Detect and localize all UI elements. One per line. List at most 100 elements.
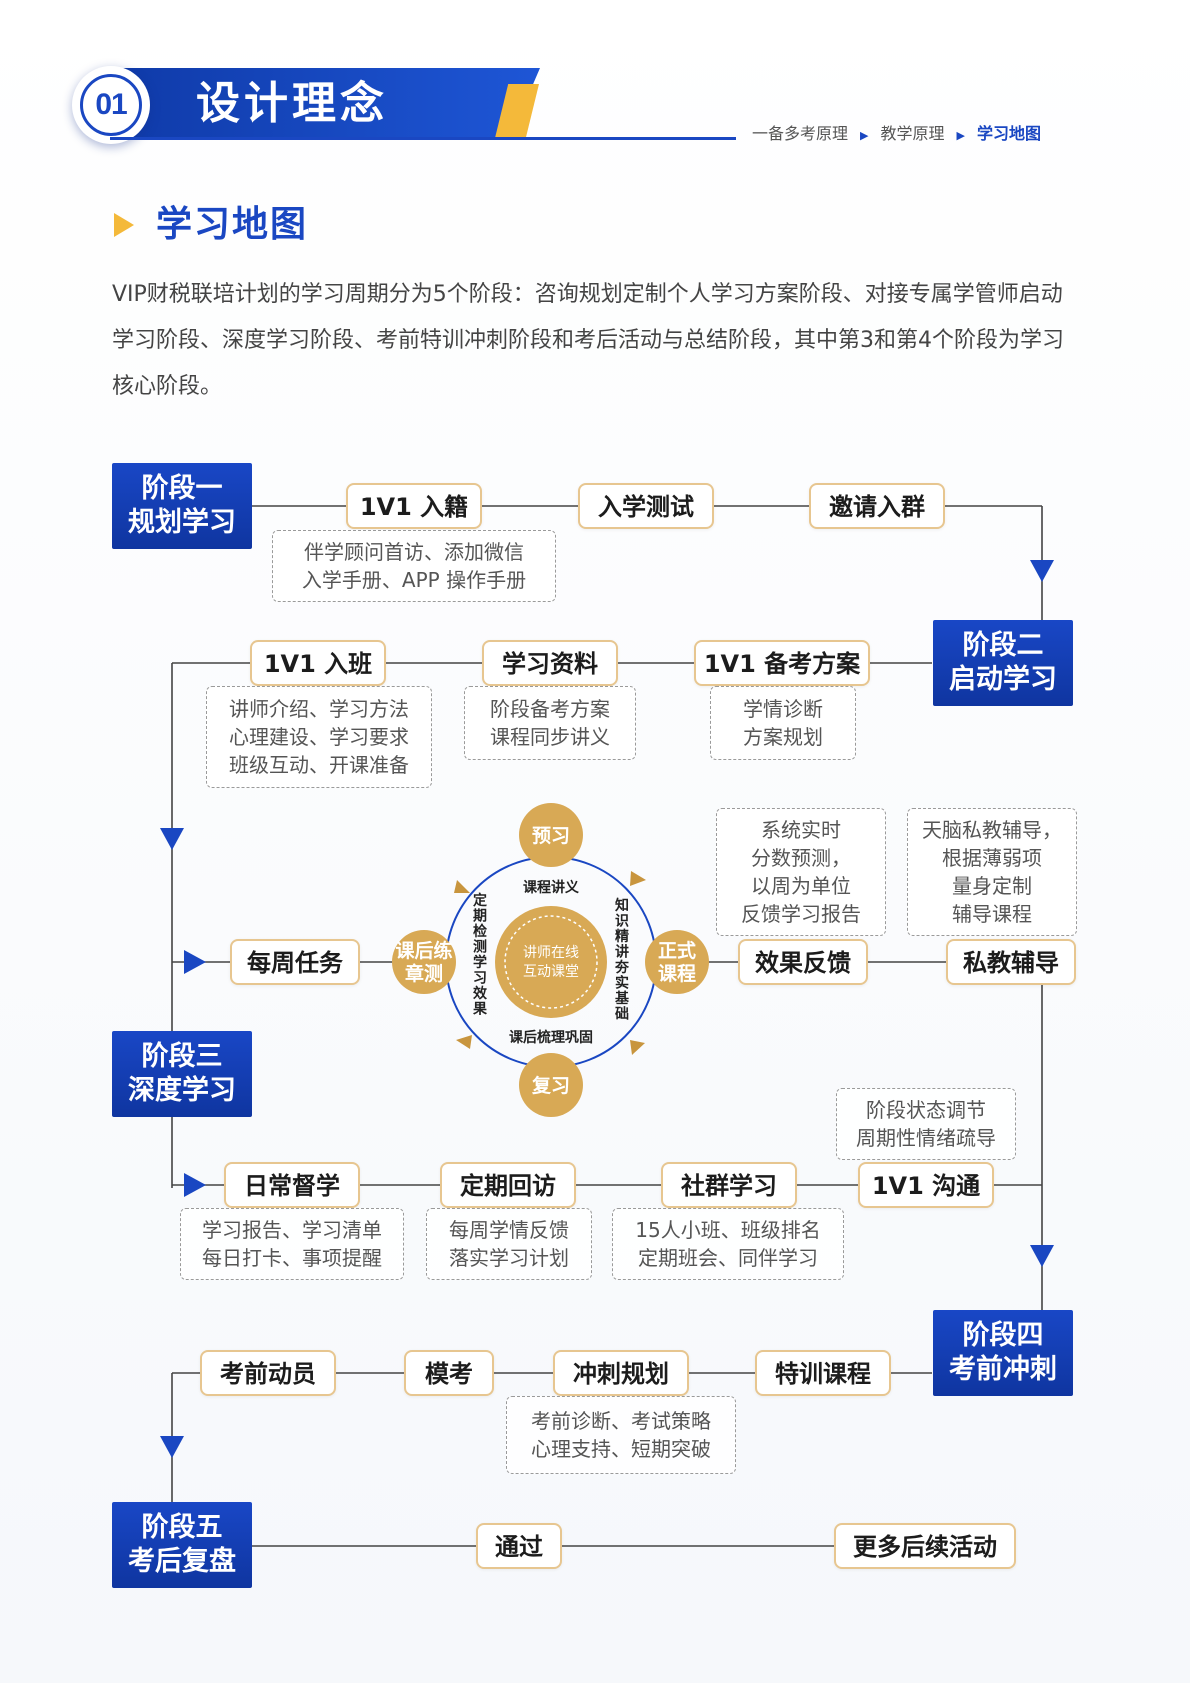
- stage-5[interactable]: 阶段五 考后复盘: [112, 1502, 252, 1588]
- note-private-tutoring: 天脑私教辅导， 根据薄弱项 量身定制 辅导课程: [907, 808, 1077, 936]
- breadcrumb-item[interactable]: 一备多考原理: [752, 124, 849, 143]
- intro-paragraph: VIP财税联培计划的学习周期分为5个阶段：咨询规划定制个人学习方案阶段、对接专属…: [112, 282, 1064, 399]
- note-line: 以周为单位: [751, 874, 851, 898]
- triangle-bullet-icon: [114, 213, 134, 237]
- note-line: 心理支持、短期突破: [531, 1437, 711, 1461]
- arrow-right-icon: [184, 1173, 206, 1197]
- node-mock-exam[interactable]: 模考: [404, 1350, 494, 1396]
- note-line: 反馈学习报告: [741, 902, 861, 926]
- note-study-materials: 阶段备考方案 课程同步讲义: [464, 686, 636, 760]
- stage-5-label: 阶段五: [141, 1512, 223, 1543]
- stage-3[interactable]: 阶段三 深度学习: [112, 1031, 252, 1117]
- arrow-down-icon: [160, 1436, 184, 1458]
- node-pass[interactable]: 通过: [476, 1523, 562, 1569]
- breadcrumb-item-current[interactable]: 学习地图: [976, 124, 1041, 143]
- node-join-class[interactable]: 1V1 入班: [250, 640, 386, 686]
- note-line: 落实学习计划: [449, 1246, 569, 1270]
- cycle-label-left-2: 章测: [405, 962, 443, 985]
- note-enroll: 伴学顾问首访、添加微信 入学手册、APP 操作手册: [272, 530, 556, 602]
- note-line: 课程同步讲义: [490, 725, 610, 749]
- cycle-arc-left: 定期检测学习效果: [472, 892, 488, 1018]
- note-line: 心理建设、学习要求: [229, 725, 409, 749]
- note-line: 考前诊断、考试策略: [531, 1409, 711, 1433]
- cycle-node-bottom: [519, 1053, 583, 1117]
- note-feedback: 系统实时 分数预测， 以周为单位 反馈学习报告: [716, 808, 886, 936]
- node-regular-followup[interactable]: 定期回访: [440, 1162, 576, 1208]
- note-line: 学情诊断: [743, 697, 823, 721]
- note-line: 15人小班、班级排名: [635, 1218, 821, 1242]
- cycle-label-right-2: 课程: [658, 963, 696, 985]
- node-entry-test[interactable]: 入学测试: [578, 483, 714, 529]
- learning-cycle: 讲师在线 互动课堂 预习 正式 课程 复习 课后练 章测 课程讲义 课后梳理巩固…: [392, 803, 709, 1117]
- header-banner: [110, 68, 540, 138]
- cycle-center-disc: [495, 906, 607, 1018]
- section-number-badge: 01: [72, 66, 150, 144]
- note-line: 天脑私教辅导，: [922, 818, 1062, 842]
- cycle-node-left: [392, 930, 456, 994]
- node-pre-exam-mobilize[interactable]: 考前动员: [200, 1350, 336, 1396]
- note-sprint-plan: 考前诊断、考试策略 心理支持、短期突破: [506, 1396, 736, 1474]
- note-line: 阶段状态调节: [866, 1098, 986, 1122]
- stage-1-label: 阶段一: [141, 473, 223, 504]
- node-communication[interactable]: 1V1 沟通: [858, 1162, 994, 1208]
- note-line: 量身定制: [952, 874, 1032, 898]
- node-daily-supervision[interactable]: 日常督学: [224, 1162, 360, 1208]
- note-line: 周期性情绪疏导: [856, 1126, 996, 1150]
- note-community-study: 15人小班、班级排名 定期班会、同伴学习: [612, 1208, 844, 1280]
- cycle-label-bottom: 复习: [531, 1074, 570, 1097]
- note-line: 每日打卡、事项提醒: [202, 1246, 382, 1270]
- note-communication: 阶段状态调节 周期性情绪疏导: [836, 1088, 1016, 1160]
- stage-3-subtitle: 深度学习: [128, 1075, 236, 1106]
- cycle-label-right-1: 正式: [658, 939, 696, 962]
- section-number: 01: [80, 74, 142, 136]
- node-invite-group[interactable]: 邀请入群: [809, 483, 945, 529]
- cycle-center-dash: [504, 915, 598, 1009]
- note-line: 分数预测，: [751, 846, 851, 870]
- header-underline: [110, 137, 736, 140]
- node-prep-plan[interactable]: 1V1 备考方案: [694, 640, 870, 686]
- node-private-tutoring[interactable]: 私教辅导: [946, 939, 1076, 985]
- stage-4[interactable]: 阶段四 考前冲刺: [933, 1310, 1073, 1396]
- note-line: 伴学顾问首访、添加微信: [304, 540, 524, 564]
- note-line: 定期班会、同伴学习: [638, 1246, 818, 1270]
- cycle-arc-top: 课程讲义: [523, 879, 579, 896]
- chevron-right-icon: ▶: [956, 129, 965, 142]
- note-line: 系统实时: [761, 818, 841, 842]
- stage-2[interactable]: 阶段二 启动学习: [933, 620, 1073, 706]
- header-title: 设计理念: [196, 78, 388, 129]
- cycle-arc-right: 知识精讲夯实基础: [614, 897, 630, 1023]
- note-line: 学习报告、学习清单: [202, 1218, 382, 1242]
- note-line: 阶段备考方案: [490, 697, 610, 721]
- arrow-down-icon: [160, 828, 184, 850]
- note-prep-plan: 学情诊断 方案规划: [710, 686, 856, 760]
- node-community-study[interactable]: 社群学习: [661, 1162, 797, 1208]
- node-special-course[interactable]: 特训课程: [755, 1350, 891, 1396]
- node-feedback[interactable]: 效果反馈: [738, 939, 868, 985]
- arrow-icon: [454, 880, 470, 893]
- note-line: 辅导课程: [952, 902, 1032, 926]
- node-study-materials[interactable]: 学习资料: [482, 640, 618, 686]
- breadcrumb: 一备多考原理▶教学原理▶学习地图: [752, 122, 1041, 146]
- note-line: 入学手册、APP 操作手册: [301, 568, 527, 592]
- node-weekly-task[interactable]: 每周任务: [230, 939, 360, 985]
- node-enroll[interactable]: 1V1 入籍: [346, 483, 482, 529]
- breadcrumb-item[interactable]: 教学原理: [880, 124, 945, 143]
- arrow-icon: [456, 1035, 472, 1049]
- note-line: 每周学情反馈: [449, 1218, 569, 1242]
- stage-1[interactable]: 阶段一 规划学习: [112, 463, 252, 549]
- cycle-node-right: [645, 930, 709, 994]
- section-title: 学习地图: [156, 204, 309, 245]
- stage-2-label: 阶段二: [962, 630, 1044, 661]
- note-line: 讲师介绍、学习方法: [229, 697, 409, 721]
- node-more-activities[interactable]: 更多后续活动: [834, 1523, 1016, 1569]
- node-sprint-plan[interactable]: 冲刺规划: [553, 1350, 689, 1396]
- stage-5-subtitle: 考后复盘: [128, 1546, 236, 1577]
- arrow-icon: [630, 871, 646, 886]
- note-line: 根据薄弱项: [942, 846, 1042, 870]
- cycle-label-top: 预习: [532, 825, 570, 847]
- arrow-down-icon: [1030, 1245, 1054, 1267]
- arrow-down-icon: [1030, 560, 1054, 582]
- arrow-icon: [630, 1040, 645, 1055]
- arrow-right-icon: [184, 950, 206, 974]
- cycle-label-left-1: 课后练: [395, 939, 452, 962]
